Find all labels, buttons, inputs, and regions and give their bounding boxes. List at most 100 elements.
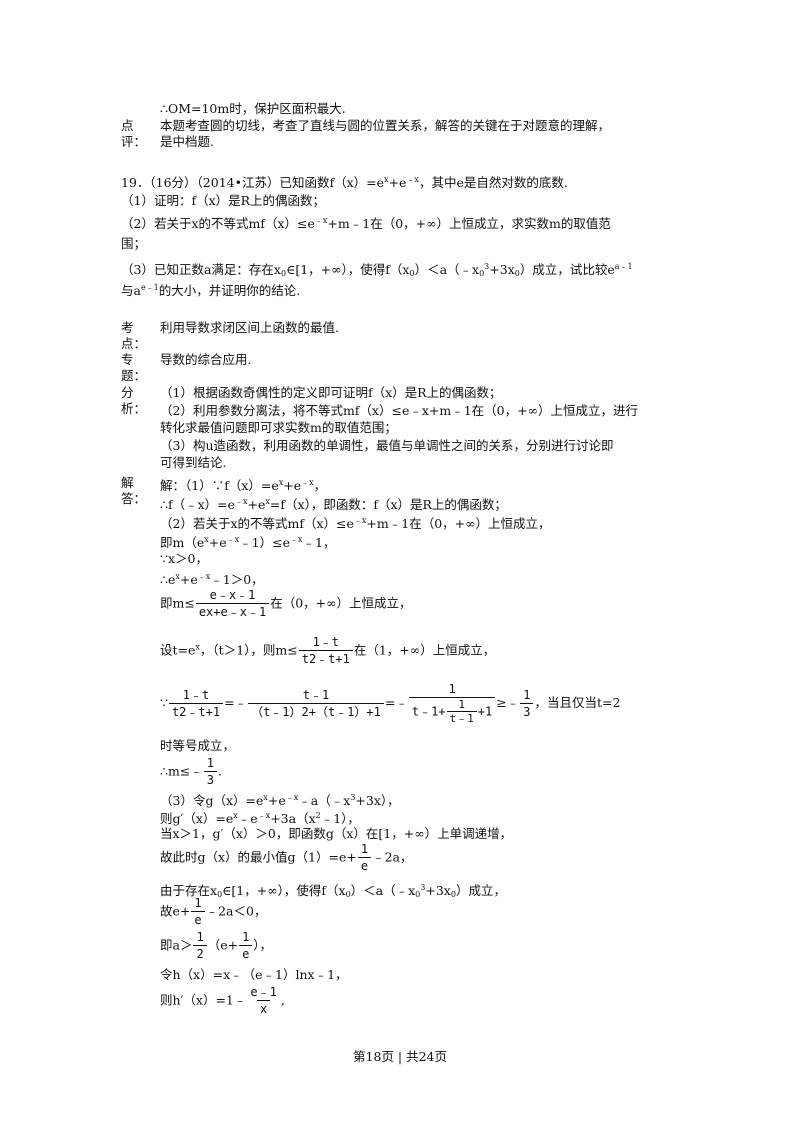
- fraction-9-num: 1: [360, 842, 369, 856]
- sub-zero: 0: [409, 269, 415, 278]
- fraction-2-num: 1﹣t: [312, 635, 340, 649]
- plus-e: +e: [208, 535, 227, 550]
- sub-zero: 0: [514, 269, 520, 278]
- sup-x: x: [265, 497, 270, 506]
- sol-l15a: 故此时g（x）的最小值g（1）=e+: [160, 849, 357, 865]
- q19-p3a: （3）已知正数a满足：存在x: [121, 262, 281, 277]
- sol-l17b: ﹣2a＜0，: [205, 903, 267, 919]
- sup-x: x: [263, 793, 268, 802]
- sol-line-4: 即m（ex+e﹣x﹣1）≤e﹣x﹣1，: [160, 532, 335, 551]
- fraction-9-den: e: [357, 857, 372, 874]
- sol-line-1: 解：（1）∵f（x）=ex+e﹣x，: [160, 478, 327, 493]
- page-footer: 第18页 | 共24页: [353, 1049, 447, 1064]
- sol-l13: 则g′（x）=e: [160, 811, 234, 826]
- sol-line-13: 则g′（x）=ex﹣e﹣x+3a（x2﹣1），: [160, 811, 360, 826]
- sol-l2: ∴f（﹣x）=e: [160, 497, 236, 512]
- comment-line-1: 本题考查圆的切线，考查了直线与圆的位置关系，解答的关键在于对题意的理解，: [160, 118, 611, 133]
- jieda-label-2: 答：: [121, 491, 147, 506]
- sup-x: x: [278, 478, 284, 487]
- sol-l18b: （e+: [207, 937, 239, 953]
- sol-l1: 解：（1）∵f（x）=e: [160, 478, 279, 493]
- sub-zero: 0: [479, 269, 485, 278]
- fenxi-label: 分 析：: [121, 385, 147, 417]
- q19-p2b: +m﹣1在（0，+∞）上恒成立，求实数m的取值范: [327, 216, 611, 231]
- sol-line-19: 令h（x）=x﹣（e﹣1）lnx﹣1，: [160, 967, 348, 982]
- q19-header-a: 19．（16分）（2014•江苏）已知函数f（x）=e: [121, 175, 385, 190]
- fraction-6-num: 1: [458, 698, 465, 711]
- fraction-4-num: t﹣1: [302, 687, 330, 702]
- sup-negx: ﹣x: [314, 216, 328, 225]
- fraction-4-den: （t﹣1）2+（t﹣1）+1: [248, 702, 384, 720]
- sol-l9end: ，当且仅当t=2: [534, 695, 621, 710]
- jieda-label-1: 解: [121, 475, 134, 490]
- q19-header-b: +e: [388, 175, 407, 190]
- fenxi-line-1: （1）根据函数奇偶性的定义即可证明f（x）是R上的偶函数；: [160, 385, 502, 400]
- sup-x: x: [384, 175, 389, 184]
- sub-zero: 0: [217, 890, 223, 899]
- q19-p2a: （2）若关于x的不等式mf（x）≤e: [121, 216, 315, 231]
- sol-l3: （2）若关于x的不等式mf（x）≤e: [160, 516, 354, 531]
- q19-p3f: 与a: [121, 283, 141, 298]
- sol-line-5: ∵x＞0，: [160, 551, 208, 566]
- sol-l16d: +3x: [425, 883, 451, 898]
- sup-negx: ﹣x: [235, 497, 248, 506]
- fraction-5-num: 1: [448, 682, 456, 696]
- sol-l8a: 设t=e: [160, 642, 196, 658]
- sol-l13c: ﹣1），: [320, 811, 360, 826]
- sup-three: 3: [420, 883, 426, 892]
- sol-l4c: ﹣1，: [302, 535, 336, 550]
- sup-x: x: [233, 811, 238, 820]
- comment-label-2: 评：: [121, 134, 147, 149]
- sup-negx: ﹣x: [406, 175, 419, 184]
- sup-negx: ﹣x: [290, 535, 303, 544]
- fraction-7-num: 1: [523, 687, 531, 702]
- sup-x: x: [175, 572, 180, 581]
- sol-l8c: 在（1，+∞）上恒成立，: [353, 642, 496, 658]
- fraction-8-den: 3: [203, 771, 218, 788]
- fraction-2-den: t2﹣t+1: [298, 650, 353, 667]
- sup-negx: ﹣x: [285, 793, 299, 802]
- sol-l8b: ，（t＞1），则m≤: [199, 642, 298, 658]
- plus-e: +e: [267, 793, 286, 808]
- sup-negx: ﹣x: [257, 811, 271, 820]
- sup-x: x: [195, 642, 200, 652]
- fenxi-line-4: （3）构u造函数，利用函数的单调性，最值与单调性之间的关系，分别进行讨论即: [160, 438, 614, 453]
- zhuanti-label: 专 题：: [121, 352, 147, 384]
- kaodian-label-1: 考: [121, 320, 134, 335]
- sup-three: 3: [484, 262, 490, 271]
- sup-e-minus: e﹣1: [140, 283, 159, 292]
- sol-l9a: ∵: [160, 695, 168, 710]
- kaodian-text: 利用导数求闭区间上函数的最值.: [160, 320, 339, 335]
- fraction-1-num: e﹣x﹣1: [209, 588, 256, 602]
- sol-l13b: +3a（x: [270, 811, 316, 826]
- q19-header: 19．（16分）（2014•江苏）已知函数f（x）=ex+e﹣x，其中e是自然对…: [121, 172, 568, 191]
- sol-l17a: 故e+: [160, 903, 191, 919]
- fraction-10-num: 1: [194, 896, 202, 910]
- q19-part2: （2）若关于x的不等式mf（x）≤e﹣x+m﹣1在（0，+∞）上恒成立，求实数m…: [121, 213, 611, 232]
- q19-part3: （3）已知正数a满足：存在x0∈[1，+∞），使得f（x0）＜a（﹣x03+3x…: [121, 259, 633, 282]
- comment-line-2: 是中档题.: [160, 134, 214, 149]
- fraction-3-num: 1﹣t: [182, 687, 210, 702]
- sol-line-10: 时等号成立，: [160, 738, 236, 753]
- sol-l11b: .: [218, 763, 222, 779]
- sub-zero: 0: [345, 890, 351, 899]
- fraction-3-den: t2﹣t+1: [168, 702, 224, 720]
- q19-p3b: ∈[1，+∞），使得f（x: [286, 262, 410, 277]
- sol-line-14: 当x＞1，g′（x）＞0，即函数g（x）在[1，+∞）上单调递增，: [160, 826, 513, 841]
- q19-p3g: 的大小，并证明你的结论.: [158, 283, 301, 298]
- sup-negx: ﹣x: [197, 572, 211, 581]
- fraction-11-den: 2: [193, 945, 207, 962]
- sol-l6b: ﹣1＞0，: [210, 572, 264, 587]
- sol-l9eq: =﹣: [224, 695, 248, 710]
